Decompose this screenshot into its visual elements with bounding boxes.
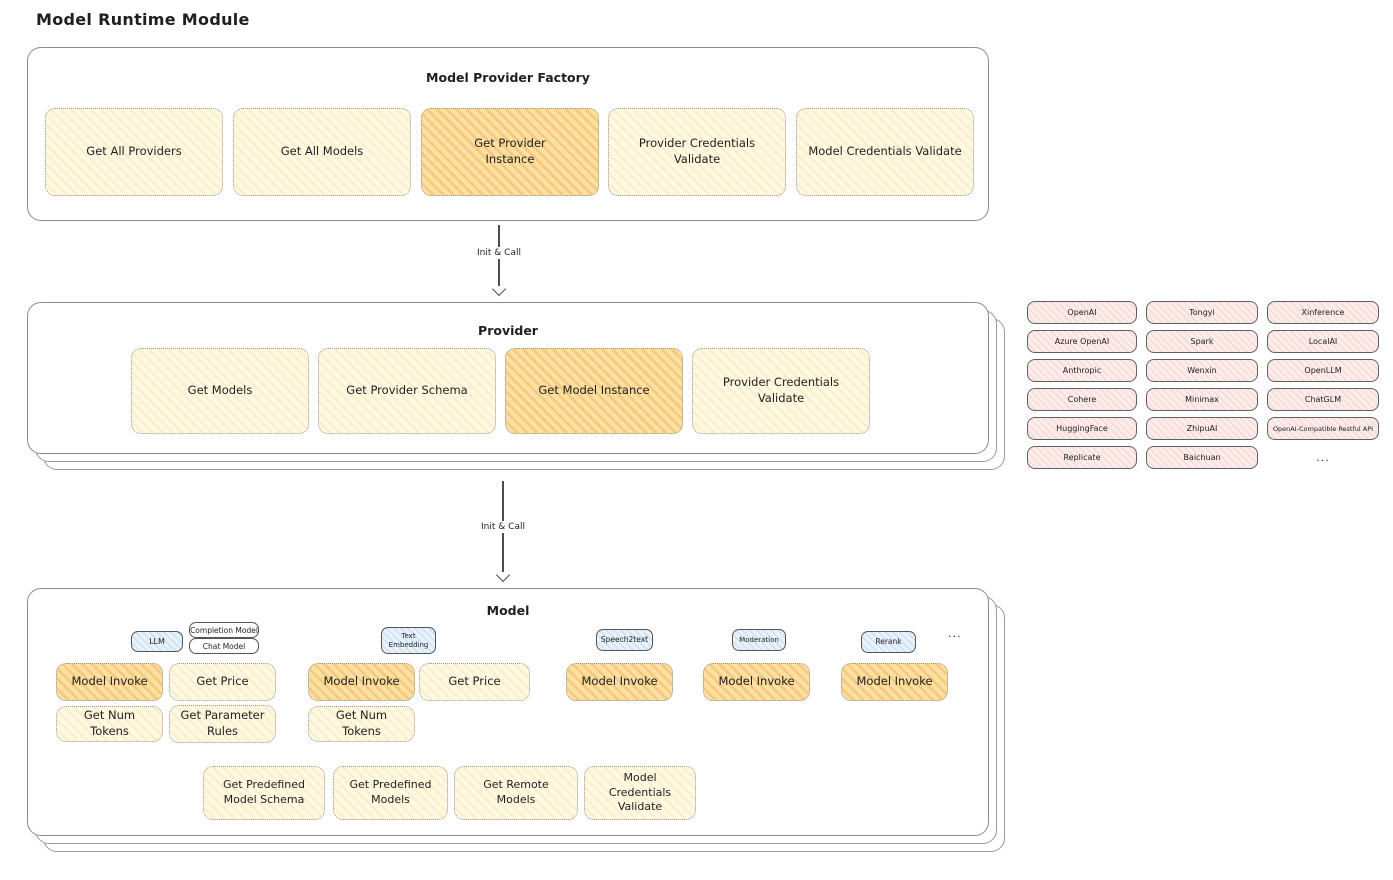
arrow-head-icon [491, 281, 507, 297]
provider-tag-zhipuai: ZhipuAI [1146, 417, 1258, 440]
model-type-ellipsis: ... [948, 627, 962, 640]
arrow-label: Init & Call [477, 521, 529, 533]
model-embedding-get-price: Get Price [419, 663, 530, 701]
model-type-tag-rerank: Rerank [861, 631, 916, 653]
model-type-tag-chat-model: Chat Model [189, 638, 259, 654]
model-model-credentials-validate: Model Credentials Validate [584, 766, 696, 820]
factory-method-model-credentials-validate: Model Credentials Validate [796, 108, 974, 196]
provider-tag-anthropic: Anthropic [1027, 359, 1137, 382]
provider-tag-chatglm: ChatGLM [1267, 388, 1379, 411]
model-llm-get-num-tokens: Get Num Tokens [56, 706, 163, 742]
factory-method-get-all-providers: Get All Providers [45, 108, 223, 196]
method-label: Model Credentials Validate [608, 770, 672, 814]
provider-method-get-model-instance: Get Model Instance [505, 348, 683, 434]
provider-panel: Provider Get Models Get Provider Schema … [27, 302, 989, 454]
model-get-predefined-model-schema: Get Predefined Model Schema [203, 766, 325, 820]
method-label: Get Remote Models [483, 778, 549, 806]
method-label: Get Provider Instance [474, 136, 546, 166]
provider-tag-openai-compatible-restful-api: OpenAI-Compatible Restful API [1267, 417, 1379, 440]
provider-tag-wenxin: Wenxin [1146, 359, 1258, 382]
provider-tag-spark: Spark [1146, 330, 1258, 353]
provider-method-provider-credentials-validate: Provider Credentials Validate [692, 348, 870, 434]
model-type-tag-text-embedding: Text Embedding [381, 627, 436, 654]
method-label: Get Predefined Model Schema [223, 778, 305, 806]
provider-tag-replicate: Replicate [1027, 446, 1137, 469]
method-label: Provider Credentials Validate [722, 375, 840, 405]
method-label: Get Predefined Models [349, 778, 432, 806]
provider-tag-baichuan: Baichuan [1146, 446, 1258, 469]
factory-method-get-all-models: Get All Models [233, 108, 411, 196]
method-label: Get Num Tokens [83, 708, 136, 738]
arrow-head-icon [495, 567, 511, 583]
provider-tag-cohere: Cohere [1027, 388, 1137, 411]
provider-tag-openai: OpenAI [1027, 301, 1137, 324]
method-label: Model Invoke [323, 674, 400, 689]
provider-tag-openllm: OpenLLM [1267, 359, 1379, 382]
model-llm-get-price: Get Price [169, 663, 276, 701]
model-embedding-get-num-tokens: Get Num Tokens [308, 706, 415, 742]
model-type-tag-moderation: Moderation [732, 629, 786, 651]
provider-tag-tongyi: Tongyi [1146, 301, 1258, 324]
provider-method-get-models: Get Models [131, 348, 309, 434]
method-label: Get Num Tokens [335, 708, 388, 738]
provider-method-get-provider-schema: Get Provider Schema [318, 348, 496, 434]
provider-implementations-grid: OpenAI Tongyi Xinference Azure OpenAI Sp… [1027, 301, 1379, 469]
provider-tag-xinference: Xinference [1267, 301, 1379, 324]
arrow-factory-to-provider: Init & Call [473, 225, 525, 297]
factory-method-get-provider-instance: Get Provider Instance [421, 108, 599, 196]
provider-tag-minimax: Minimax [1146, 388, 1258, 411]
method-label: Get Price [196, 674, 249, 689]
model-llm-model-invoke: Model Invoke [56, 663, 163, 701]
method-label: Get Models [187, 383, 253, 398]
factory-method-provider-credentials-validate: Provider Credentials Validate [608, 108, 786, 196]
model-get-remote-models: Get Remote Models [454, 766, 578, 820]
arrow-provider-to-model: Init & Call [477, 481, 529, 583]
page-title: Model Runtime Module [36, 10, 250, 29]
method-label: Model Invoke [71, 674, 148, 689]
model-llm-get-parameter-rules: Get Parameter Rules [169, 705, 276, 743]
model-get-predefined-models: Get Predefined Models [333, 766, 448, 820]
model-moderation-model-invoke: Model Invoke [703, 663, 810, 701]
model-panel-title: Model [486, 603, 530, 618]
model-rerank-model-invoke: Model Invoke [841, 663, 948, 701]
method-label: Get Provider Schema [346, 383, 468, 398]
method-label: Model Invoke [581, 674, 658, 689]
method-label: Provider Credentials Validate [638, 136, 756, 166]
method-label: Get All Models [280, 144, 364, 159]
model-embedding-model-invoke: Model Invoke [308, 663, 415, 701]
method-label: Get Parameter Rules [180, 708, 265, 738]
method-label: Get All Providers [86, 144, 182, 159]
factory-panel-title: Model Provider Factory [426, 70, 590, 85]
provider-tag-huggingface: HuggingFace [1027, 417, 1137, 440]
model-type-tag-completion-model: Completion Model [189, 622, 259, 638]
arrow-label: Init & Call [473, 247, 525, 259]
provider-panel-title: Provider [478, 323, 538, 338]
provider-tag-azure-openai: Azure OpenAI [1027, 330, 1137, 353]
model-type-tag-llm: LLM [131, 631, 183, 652]
model-panel: Model LLM Completion Model Chat Model Te… [27, 588, 989, 836]
factory-panel: Model Provider Factory Get All Providers… [27, 47, 989, 221]
model-type-tag-speech2text: Speech2text [596, 629, 653, 651]
method-label: Model Invoke [856, 674, 933, 689]
method-label: Model Credentials Validate [808, 144, 962, 159]
provider-tag-localai: LocalAI [1267, 330, 1379, 353]
method-label: Get Model Instance [538, 383, 650, 398]
method-label: Model Invoke [718, 674, 795, 689]
method-label: Get Price [448, 674, 501, 689]
model-speech2text-model-invoke: Model Invoke [566, 663, 673, 701]
provider-list-ellipsis: ... [1316, 451, 1330, 464]
